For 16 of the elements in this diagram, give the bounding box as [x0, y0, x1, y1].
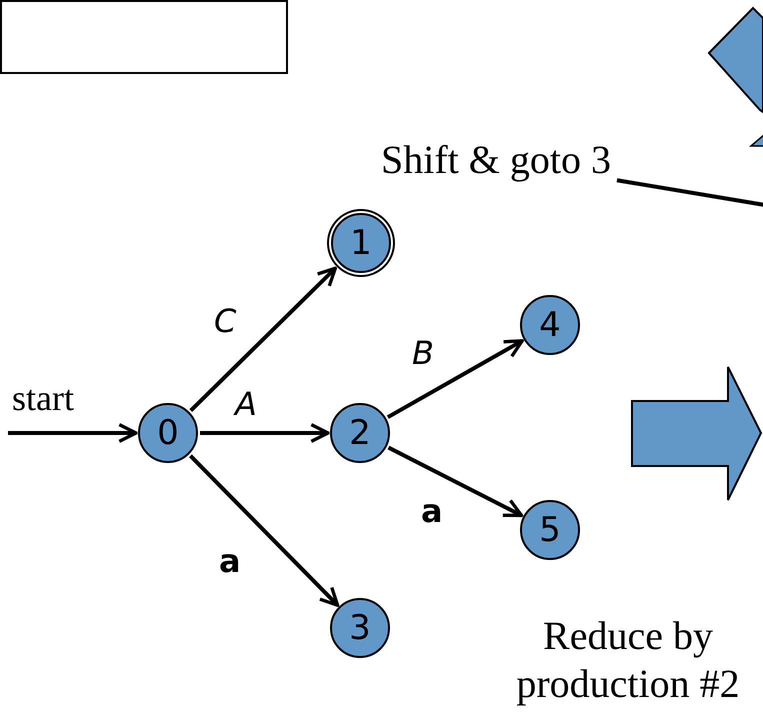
state-circle: 3 [330, 598, 390, 658]
empty-box-outline [0, 0, 288, 74]
action-label: Shift & goto 3 [381, 140, 612, 180]
transition-arrow [200, 423, 330, 443]
state-circle: 2 [330, 403, 390, 463]
leader-line [616, 178, 763, 207]
transition-arrow [8, 423, 138, 443]
state-circle: 5 [520, 500, 580, 560]
transition-arrow [189, 266, 337, 412]
transition-arrow [189, 454, 340, 607]
state-circle: 4 [520, 295, 580, 355]
state-circle: 0 [138, 403, 198, 463]
action-label: Reduce by production #2 [515, 612, 741, 708]
transition-arrow [388, 446, 524, 518]
transition-arrow [386, 339, 524, 419]
diamond-shape [707, 6, 763, 112]
